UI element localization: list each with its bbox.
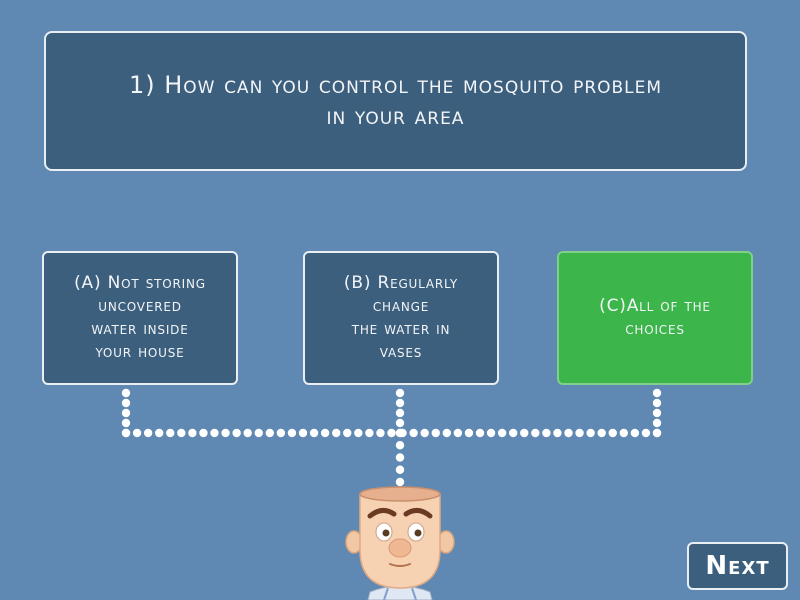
connector-dot — [586, 428, 595, 438]
connector-dot — [520, 428, 529, 438]
connector-dot — [276, 428, 286, 438]
connector-dot — [365, 428, 374, 438]
connector-dot — [177, 428, 186, 438]
connector-dot — [320, 428, 330, 438]
connector-dot — [553, 428, 562, 438]
question-text: 1) How can you control the mosquito prob… — [129, 70, 662, 132]
connector-dot — [409, 428, 418, 438]
connector-dot — [143, 428, 153, 438]
connector-dot — [652, 388, 662, 398]
thinking-character — [345, 486, 455, 600]
connector-dot — [619, 428, 629, 438]
connector-dot — [464, 428, 474, 438]
question-line-2: in your area — [326, 102, 465, 130]
connector-dot — [343, 428, 352, 438]
choice-a-label: (A) Not storing uncovered water inside y… — [74, 273, 206, 362]
connector-dot — [287, 428, 297, 438]
connector-dot — [232, 428, 241, 438]
connector-dot — [442, 428, 452, 438]
connector-dot — [331, 428, 341, 438]
connector-dot — [508, 428, 518, 438]
connector-dot — [354, 428, 363, 438]
question-box: 1) How can you control the mosquito prob… — [44, 31, 747, 171]
connector-dot — [486, 428, 496, 438]
next-button-label: Next — [705, 551, 770, 581]
connector-dot — [199, 428, 208, 438]
connector-dot — [154, 428, 164, 438]
connector-dot — [395, 418, 405, 428]
connector-dot — [121, 398, 131, 408]
connector-dot — [575, 428, 584, 438]
connector-dot — [132, 428, 142, 438]
connector-dot — [376, 428, 385, 438]
connector-dot — [121, 408, 131, 418]
connector-dot — [188, 428, 197, 438]
connector-dot — [210, 428, 219, 438]
connector-dot — [630, 428, 640, 438]
choice-c-button[interactable]: (C)All of the choices — [557, 251, 753, 385]
connector-dot — [121, 428, 131, 438]
connector-dot — [395, 408, 405, 418]
connector-dot — [121, 418, 131, 428]
connector-dot — [652, 418, 662, 428]
next-button[interactable]: Next — [687, 542, 788, 590]
connector-dot — [395, 388, 405, 398]
connector-dot — [387, 428, 396, 438]
connector-dot — [298, 428, 308, 438]
connector-dot — [254, 428, 263, 438]
connector-dot — [564, 428, 573, 438]
connector-dot — [243, 428, 252, 438]
connector-dot — [453, 428, 463, 438]
connector-dot — [395, 398, 405, 408]
connector-dot — [121, 388, 131, 398]
choice-b-label: (B) Regularly change the water in vases — [343, 273, 459, 362]
connector-dot — [652, 408, 662, 418]
connector-dot — [531, 428, 540, 438]
connector-dot — [652, 398, 662, 408]
connector-dot — [395, 441, 405, 450]
connector-dot — [420, 428, 429, 438]
choice-a-button[interactable]: (A) Not storing uncovered water inside y… — [42, 251, 238, 385]
connector-dot — [395, 428, 405, 438]
connector-dot — [395, 477, 405, 487]
connector-dot — [597, 428, 606, 438]
connector-dot — [431, 428, 440, 438]
connector-dot — [542, 428, 551, 438]
choice-c-label: (C)All of the choices — [599, 296, 711, 339]
connector-dot — [641, 428, 651, 438]
connector-dot — [608, 428, 617, 438]
connector-dot — [265, 428, 275, 438]
connector-dot — [166, 428, 175, 438]
connector-dot — [221, 428, 230, 438]
connector-dots — [121, 388, 662, 487]
connector-dot — [395, 453, 405, 462]
connector-dot — [475, 428, 485, 438]
connector-dot — [395, 465, 405, 474]
connector-dot — [497, 428, 507, 438]
connector-dot — [309, 428, 319, 438]
choice-b-button[interactable]: (B) Regularly change the water in vases — [303, 251, 499, 385]
question-line-1: 1) How can you control the mosquito prob… — [128, 71, 663, 99]
connector-dot — [652, 428, 662, 438]
